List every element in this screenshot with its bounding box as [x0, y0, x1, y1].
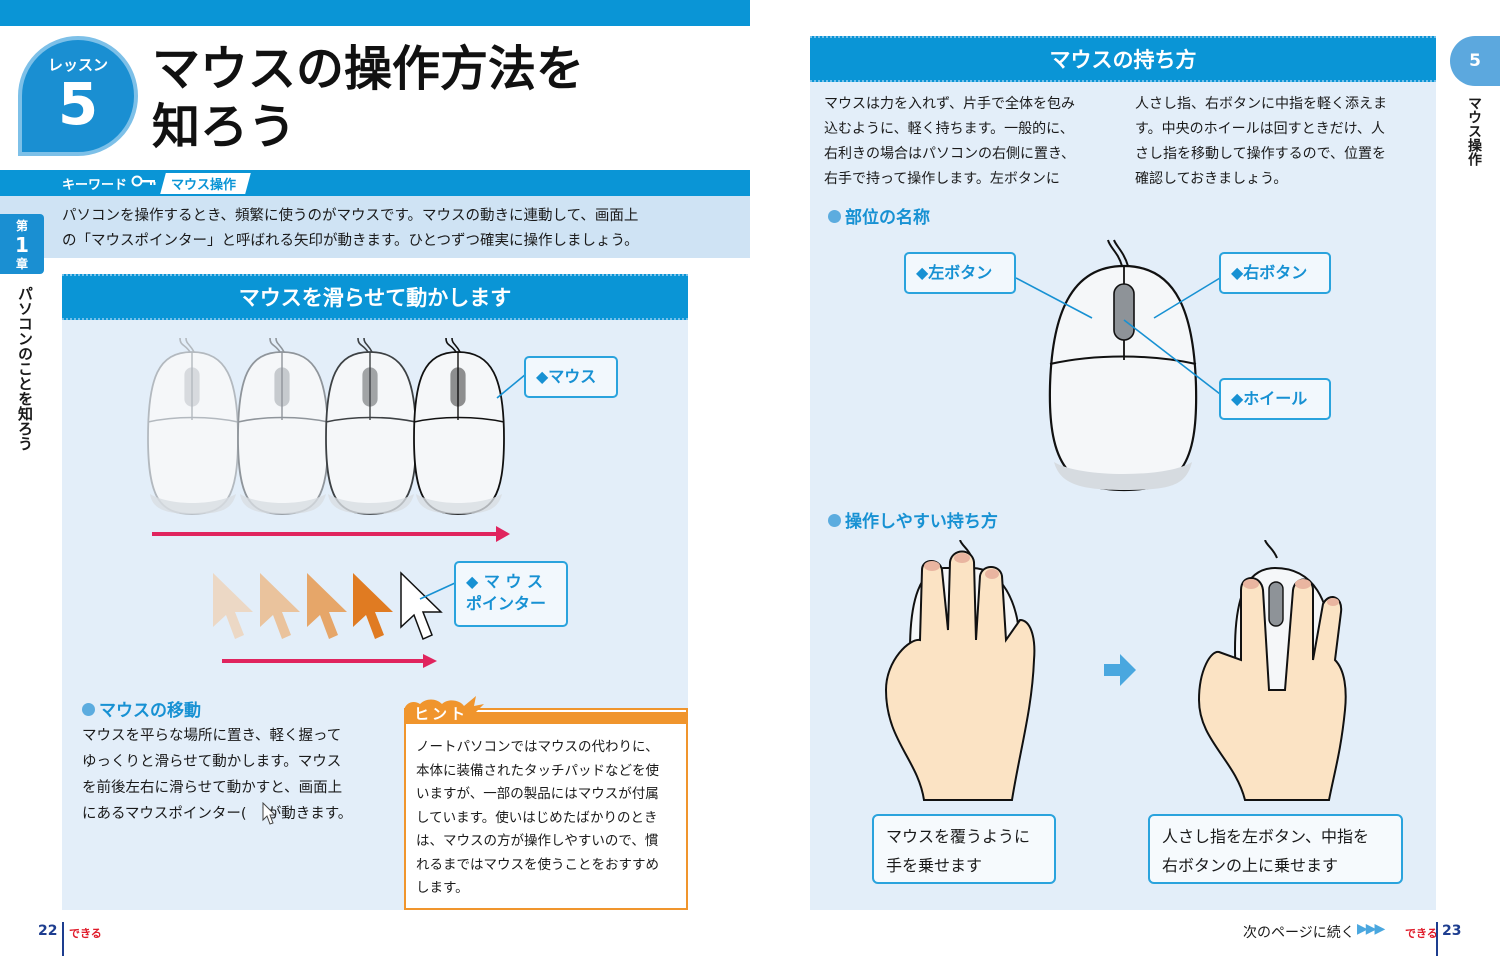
caption-line: 人さし指を左ボタン、中指を — [1162, 827, 1370, 846]
key-icon — [131, 175, 157, 191]
transition-arrow-icon — [1104, 654, 1136, 686]
page-title: マウスの操作方法を 知ろう — [152, 40, 584, 156]
mouse-sequence-illustration — [147, 337, 527, 542]
subsection-heading-text: 部位の名称 — [845, 208, 930, 228]
intro-line: パソコンを操作するとき、頻繁に使うのがマウスです。マウスの動きに連動して、画面上 — [62, 208, 639, 224]
panel-heading: マウスを滑らせて動かします — [62, 274, 688, 320]
brand-logo-right: できる — [1405, 927, 1438, 940]
subsection-heading-text: マウスの移動 — [99, 701, 201, 721]
callout-right-button: ◆右ボタン — [1219, 252, 1331, 294]
body-line: マウスは力を入れず、片手で全体を包み — [824, 96, 1076, 112]
mouse-parts-diagram — [1015, 239, 1221, 492]
panel-heading: マウスの持ち方 — [810, 36, 1436, 82]
subsection-heading-text: 操作しやすい持ち方 — [845, 512, 998, 532]
hint-line: ノートパソコンではマウスの代わりに、 — [416, 739, 659, 755]
page-title-line1: マウスの操作方法を — [152, 41, 585, 97]
hint-label: ヒント — [414, 705, 469, 723]
keyword-bar: キーワード マウス操作 — [0, 170, 750, 196]
hint-line: れるまではマウスを使うことをおすすめ — [416, 856, 659, 873]
bullet-dot-icon — [828, 210, 841, 223]
keyword-value: マウス操作 — [171, 177, 237, 193]
folio-rule — [62, 922, 64, 956]
top-color-bar — [0, 0, 750, 26]
bullet-dot-icon — [82, 703, 95, 716]
callout-pointer-line: ポインター — [466, 594, 547, 613]
chapter-title: パソコンのことを知ろう — [16, 286, 34, 451]
lesson-label: レッスン — [47, 56, 108, 74]
hint-text: ノートパソコンではマウスの代わりに、 本体に装備されたタッチパッドなどを使 いま… — [416, 736, 678, 901]
body-line: 確認しておきましょう。 — [1135, 171, 1288, 187]
side-tab-lesson-number: 5 — [1450, 36, 1500, 86]
caption-line: 右ボタンの上に乗せます — [1162, 856, 1339, 875]
chapter-suffix: 章 — [15, 257, 28, 271]
body-line: マウスを平らな場所に置き、軽く握って — [82, 728, 342, 744]
inline-pointer-icon — [262, 802, 277, 825]
lesson-badge: レッスン 5 — [18, 36, 138, 156]
pointer-sequence-illustration — [213, 572, 456, 668]
callout-mouse: ◆マウス — [524, 356, 618, 398]
side-tab-title: マウス操作 — [1466, 96, 1482, 166]
callout-pointer-line: ◆ マ ウ ス — [466, 572, 544, 591]
callout-left-button: ◆左ボタン — [904, 252, 1016, 294]
subsection-body: マウスを平らな場所に置き、軽く握って ゆっくりと滑らせて動かします。マウス を前… — [82, 723, 382, 827]
body-line: 込むように、軽く持ちます。一般的に、 — [824, 121, 1074, 137]
folio-rule — [1436, 922, 1438, 956]
continue-text: 次のページに続く — [1243, 925, 1355, 941]
body-line: にあるマウスポインター( )が動きます。 — [82, 806, 353, 822]
callout-pointer: ◆ マ ウ ス ポインター — [454, 561, 568, 627]
page-title-line2: 知ろう — [152, 99, 297, 155]
continue-arrows-icon: ▶▶▶ — [1357, 921, 1385, 937]
hint-line: 本体に装備されたタッチパッドなどを使 — [416, 762, 659, 779]
intro-text: パソコンを操作するとき、頻繁に使うのがマウスです。マウスの動きに連動して、画面上… — [0, 196, 750, 258]
page-number-right: 23 — [1442, 923, 1462, 939]
subsection-heading-mouse-movement: マウスの移動 — [82, 696, 201, 721]
body-line: ゆっくりと滑らせて動かします。マウス — [82, 754, 342, 770]
body-line: さし指を移動して操作するので、位置を — [1135, 146, 1387, 162]
bullet-dot-icon — [828, 514, 841, 527]
hint-header-shape — [404, 696, 688, 724]
grip-text-col2: 人さし指、右ボタンに中指を軽く添えま す。中央のホイールは回すときだけ、人 さし… — [1135, 92, 1435, 192]
body-line: 右手で持って操作します。左ボタンに — [824, 171, 1060, 187]
hint-line: しています。使いはじめたばかりのとき — [416, 809, 658, 826]
subsection-heading-grip: 操作しやすい持ち方 — [828, 507, 998, 532]
hand-covering-mouse-illustration — [884, 540, 1036, 801]
caption-line: マウスを覆うように — [886, 827, 1031, 846]
keyword-tag: マウス操作 — [160, 172, 251, 194]
hand-correct-grip-illustration — [1197, 540, 1347, 801]
intro-line: の「マウスポインター」と呼ばれる矢印が動きます。ひとつずつ確実に操作しましょう。 — [62, 233, 639, 249]
subsection-heading-parts: 部位の名称 — [828, 203, 930, 228]
body-line: 右利きの場合はパソコンの右側に置き、 — [824, 146, 1076, 162]
hint-line: します。 — [416, 880, 469, 896]
hint-line: いますが、一部の製品にはマウスが付属 — [416, 786, 659, 802]
chapter-prefix: 第 — [15, 219, 28, 233]
hint-box: ノートパソコンではマウスの代わりに、 本体に装備されたタッチパッドなどを使 いま… — [404, 708, 688, 910]
brand-logo-left: できる — [69, 927, 102, 940]
grip-text-col1: マウスは力を入れず、片手で全体を包み 込むように、軽く持ちます。一般的に、 右利… — [824, 92, 1124, 192]
body-line: 人さし指、右ボタンに中指を軽く添えま — [1135, 96, 1387, 112]
lesson-number: 5 — [57, 70, 99, 138]
body-line: を前後左右に滑らせて動かすと、画面上 — [82, 780, 343, 796]
caption-line: 手を乗せます — [886, 856, 983, 875]
hint-line: は、マウスの方が操作しやすいので、慣 — [416, 833, 659, 849]
body-line: す。中央のホイールは回すときだけ、人 — [1135, 121, 1385, 137]
chapter-tab: 第 1 章 — [0, 214, 44, 274]
keyword-label: キーワード — [62, 177, 128, 193]
page-number-left: 22 — [38, 923, 58, 939]
caption-before: マウスを覆うように 手を乗せます — [872, 814, 1056, 884]
chapter-number: 1 — [15, 233, 29, 257]
caption-after: 人さし指を左ボタン、中指を 右ボタンの上に乗せます — [1148, 814, 1403, 884]
callout-wheel: ◆ホイール — [1219, 378, 1331, 420]
